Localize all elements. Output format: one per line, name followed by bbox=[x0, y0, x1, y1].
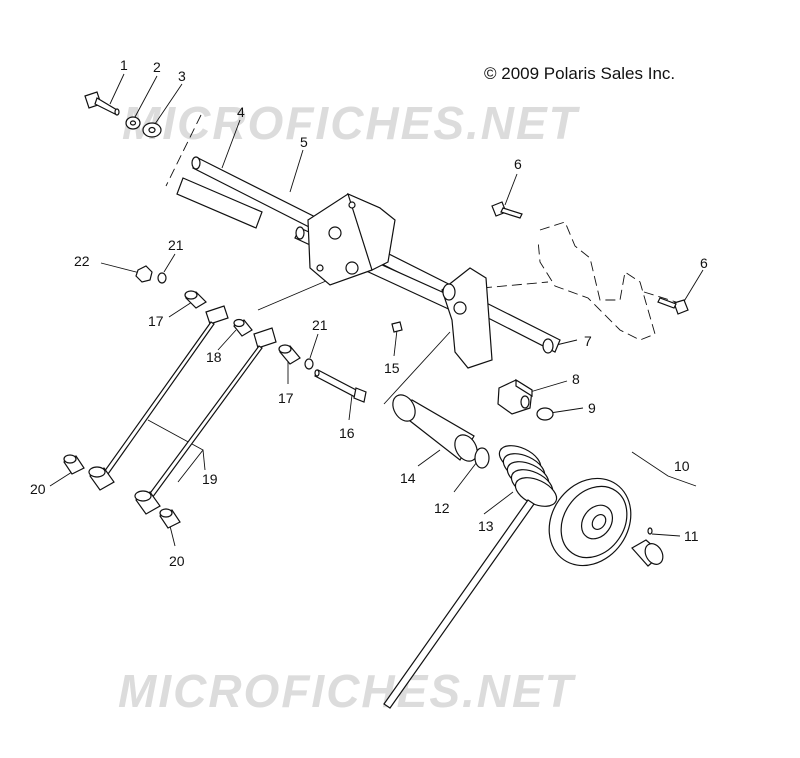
part-19-link-left[interactable] bbox=[88, 305, 229, 491]
callout-21-mid: 21 bbox=[312, 317, 328, 333]
callout-22: 22 bbox=[74, 253, 90, 269]
copyright-notice: © 2009 Polaris Sales Inc. bbox=[484, 64, 676, 83]
part-14-sleeve[interactable] bbox=[388, 391, 481, 465]
part-17-bushing-left[interactable] bbox=[184, 290, 207, 309]
part-18-bushing[interactable] bbox=[233, 318, 253, 337]
alignment-lines bbox=[165, 114, 677, 303]
part-6-bolt-right[interactable] bbox=[657, 297, 689, 315]
leader-lines bbox=[49, 73, 704, 547]
part-8-block[interactable] bbox=[497, 378, 533, 415]
part-21-washer-left[interactable] bbox=[157, 272, 167, 284]
callout-17-right: 17 bbox=[278, 390, 294, 406]
wheel-bushing[interactable] bbox=[631, 539, 666, 568]
part-3-washer[interactable] bbox=[142, 122, 162, 138]
part-21-washer-mid[interactable] bbox=[304, 358, 314, 370]
callout-2: 2 bbox=[153, 59, 161, 75]
callout-20-left: 20 bbox=[30, 481, 46, 497]
part-20-bushing-bottom[interactable] bbox=[159, 508, 181, 529]
callout-21-left: 21 bbox=[168, 237, 184, 253]
callout-1: 1 bbox=[120, 57, 128, 73]
callout-6-right: 6 bbox=[700, 255, 708, 271]
part-10-wheel[interactable] bbox=[532, 463, 647, 582]
watermark-top: MICROFICHES.NET bbox=[122, 97, 579, 149]
callout-6-upper: 6 bbox=[514, 156, 522, 172]
callout-20-bottom: 20 bbox=[169, 553, 185, 569]
callout-7: 7 bbox=[584, 333, 592, 349]
callout-5: 5 bbox=[300, 134, 308, 150]
part-20-bushing-left[interactable] bbox=[63, 454, 85, 475]
callout-3: 3 bbox=[178, 68, 186, 84]
callout-16: 16 bbox=[339, 425, 355, 441]
part-9-oring[interactable] bbox=[536, 407, 554, 421]
callout-12: 12 bbox=[434, 500, 450, 516]
callout-numbers: 1 2 3 4 5 6 6 7 8 9 10 11 12 13 14 15 16… bbox=[30, 57, 708, 569]
callout-11: 11 bbox=[684, 528, 699, 544]
part-19-link-right[interactable] bbox=[134, 327, 277, 515]
callout-9: 9 bbox=[588, 400, 596, 416]
watermark-bottom: MICROFICHES.NET bbox=[118, 665, 575, 717]
part-2-washer[interactable] bbox=[125, 116, 141, 130]
part-11-clip[interactable] bbox=[647, 527, 653, 535]
callout-10: 10 bbox=[674, 458, 690, 474]
callout-18: 18 bbox=[206, 349, 222, 365]
callout-15: 15 bbox=[384, 360, 400, 376]
part-15-grease-fitting[interactable] bbox=[391, 321, 403, 333]
part-17-bushing-right[interactable] bbox=[278, 344, 301, 365]
part-4-5-shaft-assembly[interactable] bbox=[176, 156, 561, 369]
part-16-pin[interactable] bbox=[314, 369, 367, 403]
part-1-bolt[interactable] bbox=[84, 91, 120, 116]
part-22-nut[interactable] bbox=[135, 265, 153, 283]
part-12-washer[interactable] bbox=[474, 447, 490, 469]
callout-4: 4 bbox=[237, 104, 245, 120]
part-6-bolt-upper[interactable] bbox=[491, 201, 523, 219]
frame-bracket-outline bbox=[537, 221, 656, 341]
callout-8: 8 bbox=[572, 371, 580, 387]
callout-13: 13 bbox=[478, 518, 494, 534]
callout-19: 19 bbox=[202, 471, 218, 487]
callout-14: 14 bbox=[400, 470, 416, 486]
callout-17-left: 17 bbox=[148, 313, 164, 329]
part-13-spring[interactable] bbox=[383, 440, 561, 709]
